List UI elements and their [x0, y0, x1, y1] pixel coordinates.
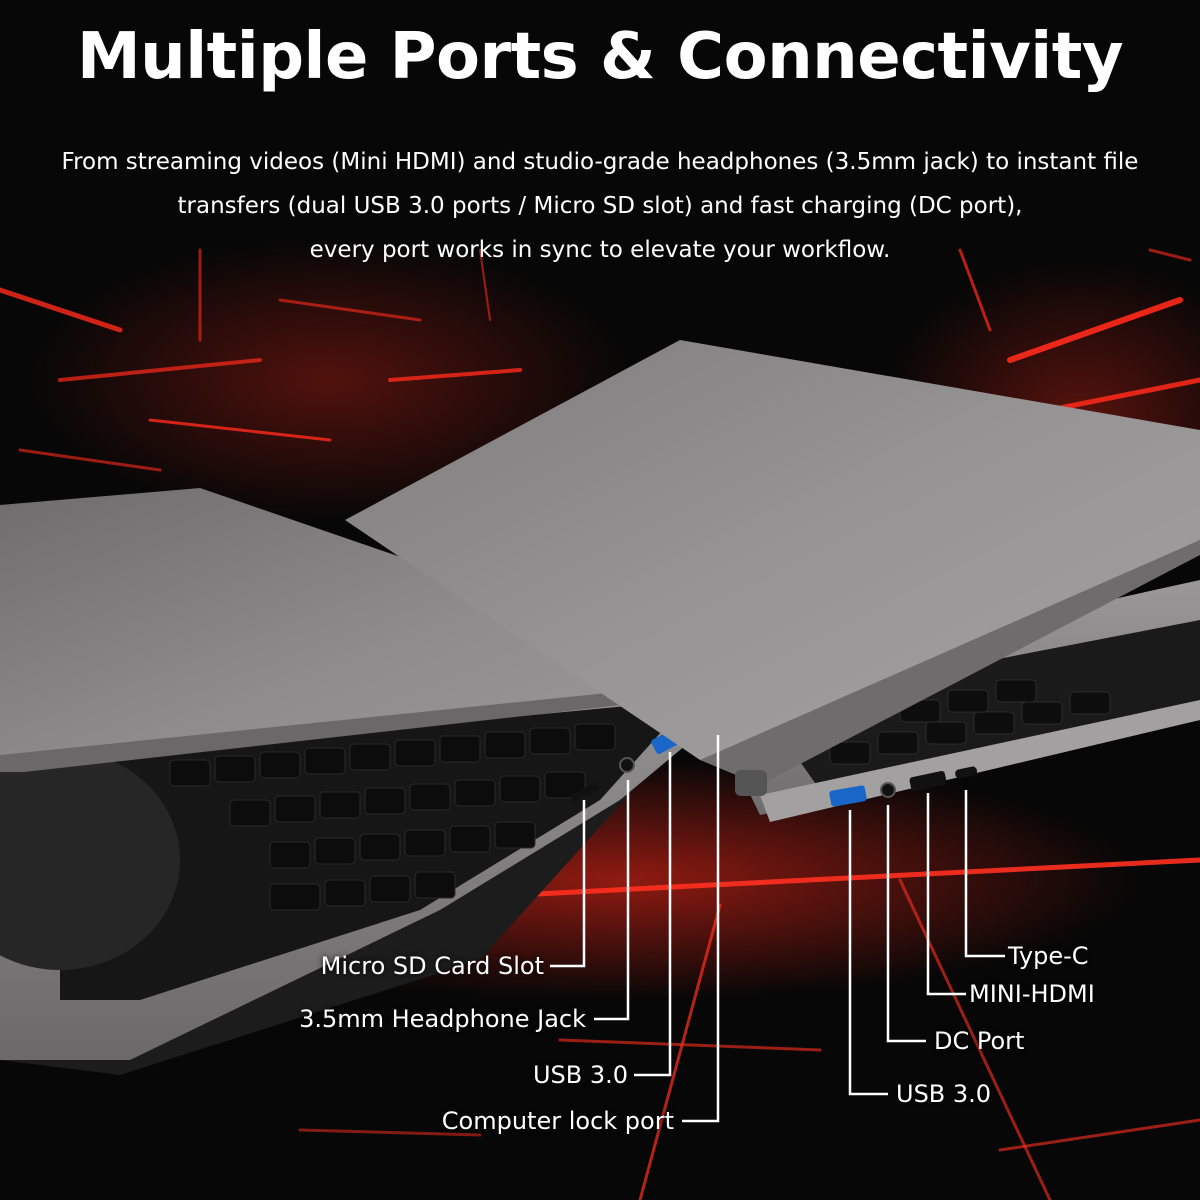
label-usb-left: USB 3.0	[532, 1061, 628, 1089]
right-side-ports	[829, 766, 978, 807]
lock-leader	[682, 735, 720, 1123]
micro-sd-leader	[550, 800, 586, 968]
description-text: From streaming videos (Mini HDMI) and st…	[40, 140, 1160, 272]
left-keyboard-keys	[169, 723, 616, 911]
page-headline: Multiple Ports & Connectivity	[76, 20, 1124, 94]
type-c-leader	[964, 790, 1005, 958]
headphone-leader	[594, 780, 630, 1021]
description-line-3: every port works in sync to elevate your…	[309, 237, 891, 263]
right-laptop	[345, 340, 1200, 822]
mini-hdmi-leader	[926, 793, 966, 996]
label-mini-hdmi: MINI-HDMI	[969, 980, 1095, 1008]
right-callout-lines	[848, 790, 1005, 1096]
label-headphone-jack: 3.5mm Headphone Jack	[299, 1005, 586, 1033]
label-usb-right: USB 3.0	[896, 1080, 992, 1108]
left-callout-lines	[550, 735, 720, 1123]
usb-right-leader	[848, 810, 888, 1096]
description-line-2: transfers (dual USB 3.0 ports / Micro SD…	[177, 193, 1023, 219]
label-micro-sd-slot: Micro SD Card Slot	[320, 952, 544, 980]
left-laptop	[0, 488, 740, 1075]
description-line-1: From streaming videos (Mini HDMI) and st…	[61, 149, 1139, 175]
dc-leader	[886, 805, 926, 1043]
label-type-c: Type-C	[1008, 942, 1089, 970]
label-dc-port: DC Port	[934, 1027, 1025, 1055]
usb-left-leader	[634, 752, 672, 1077]
label-computer-lock-port: Computer lock port	[441, 1107, 674, 1135]
